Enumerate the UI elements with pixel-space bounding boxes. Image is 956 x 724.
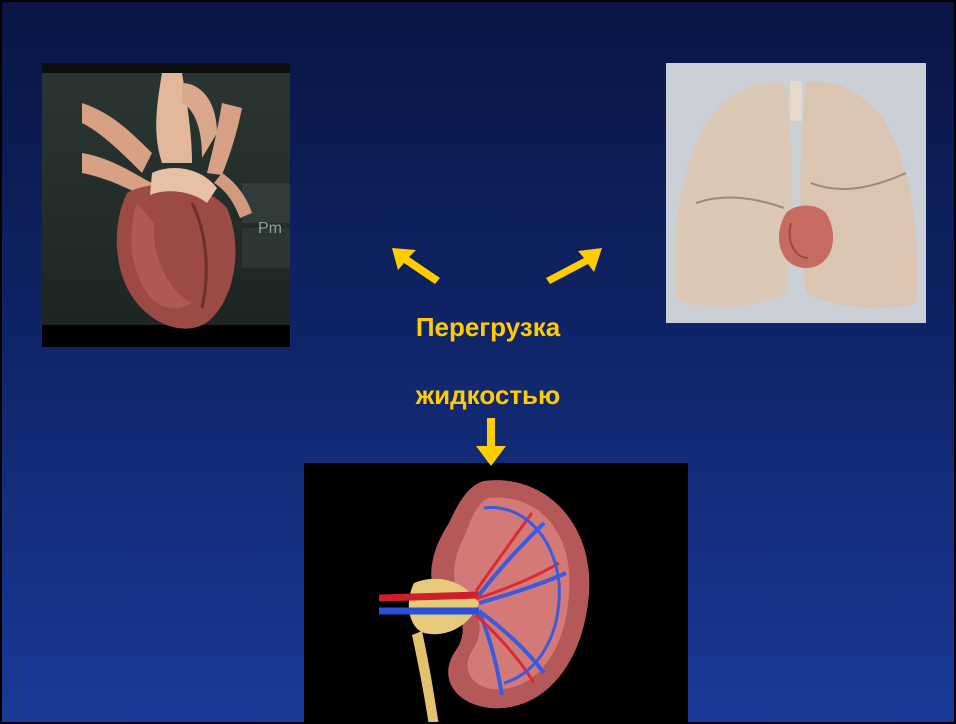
arrow-down-icon [476,418,506,466]
heart-icon: Pm [42,63,290,347]
lungs-icon [666,63,926,323]
kidney-image [304,463,688,724]
fluid-overload-line-1: Перегрузка [10,312,956,343]
lungs-image [666,63,926,323]
heart-overlay-text: Pm [258,220,282,237]
kidney-icon [304,463,688,724]
heart-image: Pm [42,63,290,347]
fluid-overload-line-2: жидкостью [10,380,956,411]
arrow-up-left-icon [390,246,442,286]
arrow-up-right-icon [544,246,604,286]
